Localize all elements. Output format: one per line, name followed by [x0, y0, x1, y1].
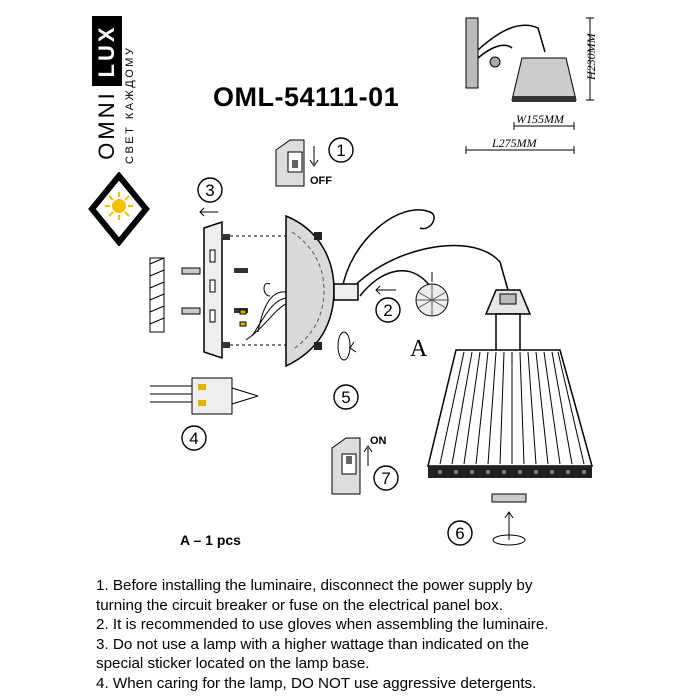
- step-7: 7: [373, 465, 399, 491]
- note-line: special sticker located on the lamp base…: [96, 655, 370, 672]
- lamp-arm: [333, 209, 509, 301]
- note-line: turning the circuit breaker or fuse on t…: [96, 596, 503, 614]
- step-4: 4: [181, 425, 207, 451]
- rotate-arrow-icon: [337, 285, 396, 361]
- thumbnail-fixture: [465, 17, 594, 154]
- terminal-block: [150, 377, 259, 415]
- dim-length: L275MM: [491, 136, 538, 150]
- svg-text:3: 3: [205, 181, 214, 200]
- crystal-pendant: [415, 272, 449, 317]
- part-a-label: A: [410, 336, 428, 362]
- note-line: 3. Do not use a lamp with a higher watta…: [96, 635, 530, 653]
- quantity-label: A – 1 pcs: [180, 532, 241, 548]
- step-3: 3: [197, 177, 223, 203]
- breaker-on-icon: [331, 437, 373, 495]
- off-label: OFF: [310, 175, 332, 187]
- model-title: OML-54111-01: [213, 82, 400, 112]
- canopy: [285, 214, 335, 368]
- step-1: 1: [328, 137, 354, 163]
- note-line: 4. When caring for the lamp, DO NOT use …: [96, 674, 537, 692]
- mounting-plate: [149, 220, 248, 360]
- note-line: 2. It is recommended to use gloves when …: [96, 616, 549, 633]
- bulb-ring: [491, 493, 527, 546]
- brand-logo-icon: [88, 172, 150, 246]
- svg-text:1: 1: [336, 141, 345, 160]
- svg-text:7: 7: [381, 469, 390, 488]
- assembly-diagram: H230MM W155MM L275MM OFF: [149, 17, 598, 546]
- svg-text:5: 5: [341, 388, 350, 407]
- svg-text:6: 6: [455, 524, 464, 543]
- step-2: 2: [375, 297, 401, 323]
- step-5: 5: [333, 384, 359, 410]
- dim-width: W155MM: [516, 112, 565, 126]
- socket: [484, 289, 532, 355]
- svg-text:4: 4: [189, 429, 198, 448]
- on-label: ON: [370, 435, 387, 447]
- note-line: 1. Before installing the luminaire, disc…: [96, 577, 533, 594]
- safety-notes: 1. Before installing the luminaire, disc…: [96, 576, 616, 693]
- dim-height: H230MM: [584, 32, 598, 81]
- wires: [239, 282, 287, 341]
- step-6: 6: [447, 520, 473, 546]
- lamp-shade: [427, 349, 593, 478]
- svg-text:2: 2: [383, 301, 392, 320]
- breaker-off-icon: [275, 139, 319, 187]
